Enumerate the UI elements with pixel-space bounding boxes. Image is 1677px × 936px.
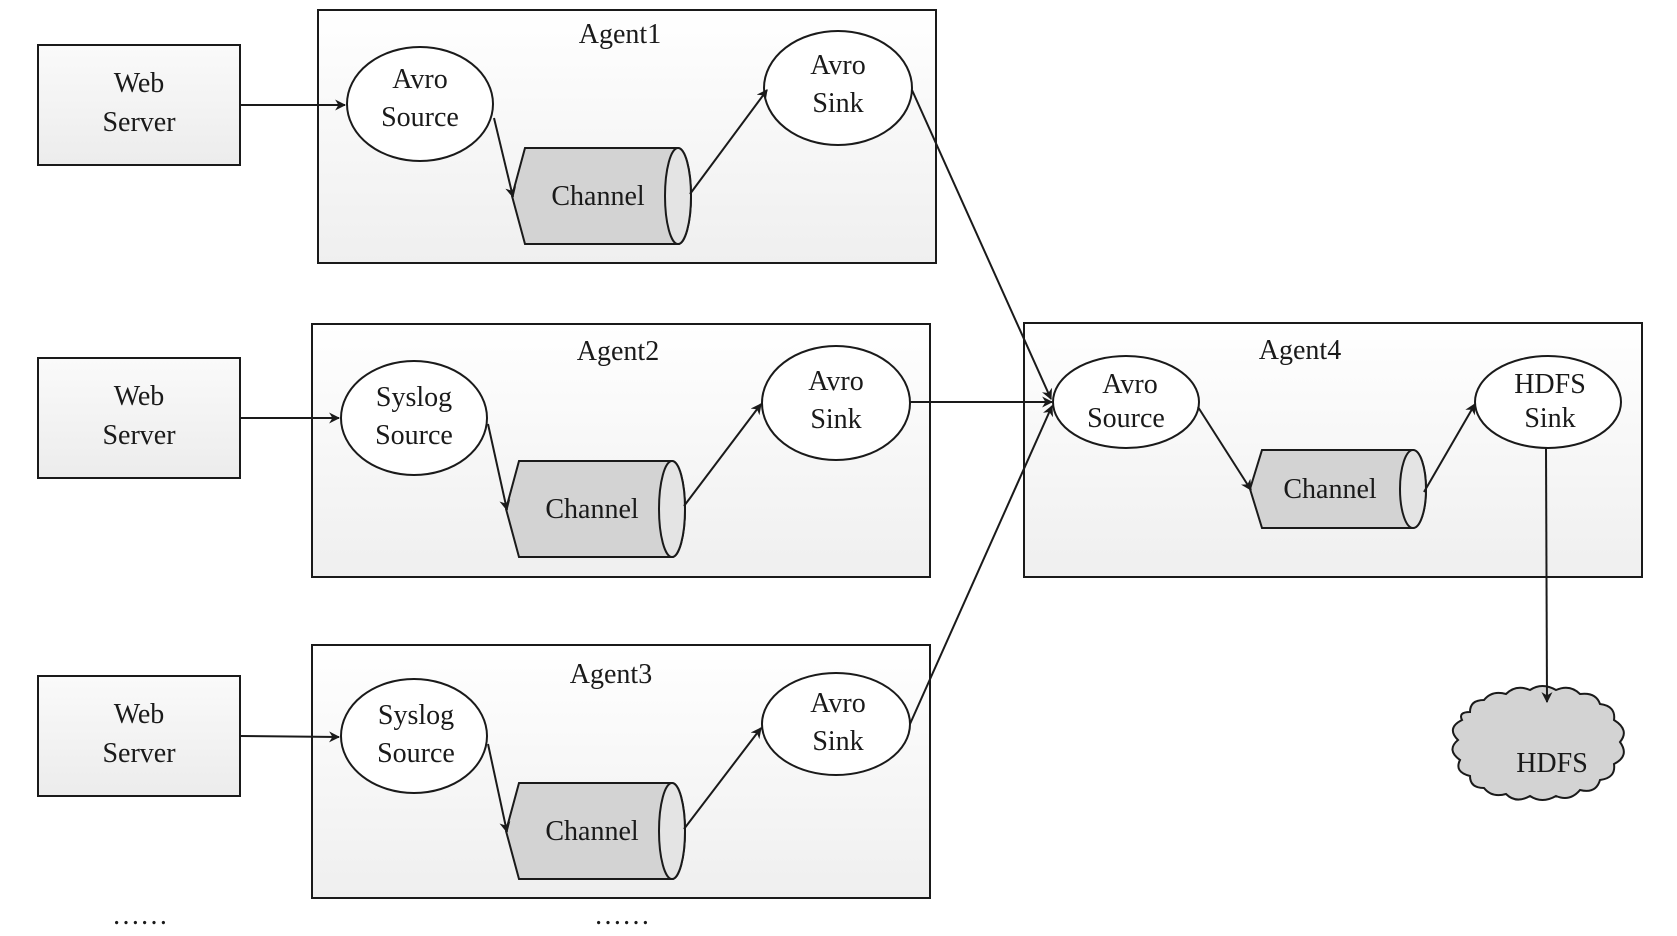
agent-3-sink: Avro Sink	[761, 672, 911, 776]
agent-3-channel: Channel	[504, 782, 686, 880]
agent-2-source: Syslog Source	[340, 360, 488, 476]
edge-agent4-channel-sink	[1423, 403, 1476, 493]
agent-4-source-line1: Avro	[1102, 369, 1157, 400]
agent-1-title: Agent1	[579, 19, 661, 50]
agent-3-source-line1: Syslog	[378, 700, 454, 731]
edge-agent1-channel-sink	[689, 89, 768, 195]
edge-agent2-channel-sink	[683, 403, 762, 507]
agent-4-channel-label: Channel	[1283, 474, 1377, 505]
edge-agent3-sink-agent4-source	[909, 404, 1053, 725]
web-server-1: Web Server	[37, 44, 241, 166]
agent-4-title: Agent4	[1259, 335, 1341, 366]
hdfs-label: HDFS	[1516, 748, 1588, 779]
edge-agent4-sink-hdfs	[1541, 447, 1553, 704]
agent-1-source: Avro Source	[346, 46, 494, 162]
agent-4-source-line2: Source	[1087, 403, 1165, 434]
agent-4-sink-line1: HDFS	[1514, 369, 1586, 400]
agent-3-channel-label: Channel	[545, 816, 639, 847]
agent-2-sink: Avro Sink	[761, 345, 911, 461]
web-server-3-line2: Server	[102, 738, 176, 769]
agent-2-source-line1: Syslog	[376, 382, 452, 413]
agent-3: Agent3 Syslog Source Channel Avro Sink	[311, 644, 931, 899]
edge-agent2-source-channel	[487, 423, 511, 512]
agent-3-source-line2: Source	[377, 738, 455, 769]
agent-4: Agent4 Avro Source Channel HDFS Sink	[1023, 322, 1643, 578]
agent-4-source: Avro Source	[1052, 355, 1200, 449]
agent-4-sink-line2: Sink	[1524, 403, 1575, 434]
agent-3-title: Agent3	[570, 659, 652, 690]
web-server-1-line1: Web	[114, 68, 165, 99]
agent-1-source-line2: Source	[381, 102, 459, 133]
agent-2-source-line2: Source	[375, 420, 453, 451]
agent-1-sink: Avro Sink	[763, 30, 913, 146]
edge-agent4-source-channel	[1197, 406, 1252, 491]
agent-2-title: Agent2	[577, 336, 659, 367]
agent-2: Agent2 Syslog Source Channel Avro Sink	[311, 323, 931, 578]
web-server-3-line1: Web	[114, 699, 165, 730]
agent-1-source-line1: Avro	[392, 64, 447, 95]
edge-server3-agent3-source	[239, 731, 341, 743]
agent-3-sink-line2: Sink	[812, 726, 863, 757]
agent-1-channel: Channel	[510, 147, 692, 245]
edge-agent1-sink-agent4-source	[911, 89, 1052, 401]
more-servers-ellipsis: ……	[112, 900, 168, 931]
edge-agent1-source-channel	[493, 117, 517, 199]
agent-2-sink-line1: Avro	[808, 366, 863, 397]
web-server-1-line2: Server	[102, 107, 176, 138]
edge-agent3-source-channel	[487, 743, 511, 834]
agent-1-sink-line2: Sink	[812, 88, 863, 119]
agent-1-channel-label: Channel	[551, 181, 645, 212]
agent-1-sink-line1: Avro	[810, 50, 865, 81]
agent-2-channel: Channel	[504, 460, 686, 558]
agent-1: Agent1 Avro Source Channel Avro Sink	[317, 9, 937, 264]
connections	[239, 89, 1553, 834]
agent-4-channel: Channel	[1248, 449, 1427, 529]
web-server-3: Web Server	[37, 675, 241, 797]
hdfs-cloud-icon	[1451, 685, 1625, 801]
edge-agent3-channel-sink	[683, 727, 762, 830]
more-agents-ellipsis: ……	[594, 900, 650, 931]
agent-4-sink: HDFS Sink	[1474, 355, 1622, 449]
web-server-2-line1: Web	[114, 381, 165, 412]
hdfs-storage: HDFS	[1451, 685, 1625, 801]
agent-3-source: Syslog Source	[340, 678, 488, 794]
agent-2-channel-label: Channel	[545, 494, 639, 525]
agent-3-sink-line1: Avro	[810, 688, 865, 719]
web-server-2: Web Server	[37, 357, 241, 479]
agent-2-sink-line2: Sink	[810, 404, 861, 435]
web-server-2-line2: Server	[102, 420, 176, 451]
